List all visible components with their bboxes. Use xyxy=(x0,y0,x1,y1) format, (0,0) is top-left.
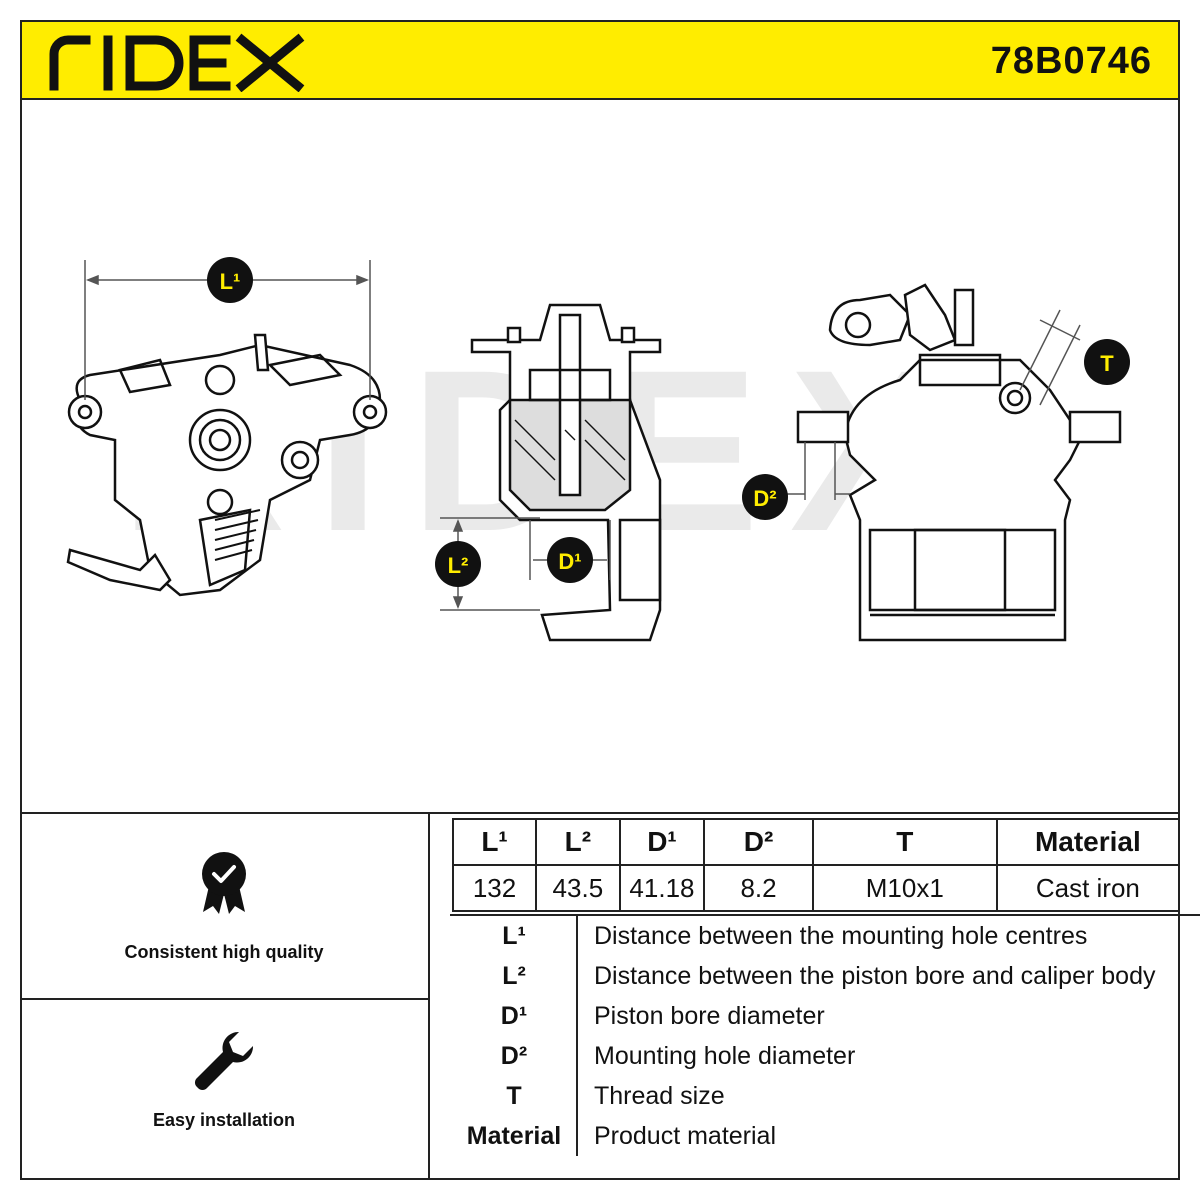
legend-desc: Product material xyxy=(594,1121,777,1150)
spec-header-row: L¹ L² D¹ D² T Material xyxy=(451,818,1181,866)
l2-dimension xyxy=(440,517,540,611)
spec-value-cell: 43.5 xyxy=(535,864,621,912)
spec-header-cell: T xyxy=(811,818,998,866)
legend-key: L² xyxy=(452,956,578,996)
legend-row: Material Product material xyxy=(452,1116,1155,1156)
technical-drawing: RIDEX xyxy=(20,100,1180,812)
spec-header-cell: Material xyxy=(995,818,1181,866)
l2-callout: L² xyxy=(435,541,481,587)
feature-installation: Easy installation xyxy=(20,998,428,1180)
legend-row: L² Distance between the piston bore and c… xyxy=(452,956,1155,996)
t-callout: T xyxy=(1084,339,1130,385)
legend-desc: Distance between the mounting hole centr… xyxy=(594,921,1088,950)
header-bar: 78B0746 xyxy=(20,20,1180,100)
spec-value-cell: 41.18 xyxy=(618,864,706,912)
spec-value-cell: 8.2 xyxy=(703,864,814,912)
wrench-icon xyxy=(191,1028,257,1099)
svg-text:D²: D² xyxy=(753,486,776,511)
quality-badge-icon xyxy=(199,850,249,921)
legend-desc: Thread size xyxy=(594,1081,725,1110)
legend-row: L¹ Distance between the mounting hole cen… xyxy=(452,916,1155,956)
legend-key: T xyxy=(452,1076,578,1116)
legend-desc: Piston bore diameter xyxy=(594,1001,825,1030)
spec-header-cell: L¹ xyxy=(451,818,538,866)
caliper-front-view xyxy=(796,283,1122,642)
legend-key: L¹ xyxy=(452,916,578,956)
features-panel: Consistent high quality Easy installatio… xyxy=(20,814,430,1180)
part-number: 78B0746 xyxy=(990,40,1152,82)
l1-callout: L¹ xyxy=(207,257,253,303)
legend-desc: Mounting hole diameter xyxy=(594,1041,856,1070)
feature-quality: Consistent high quality xyxy=(20,814,428,1000)
d1-callout: D¹ xyxy=(547,537,593,583)
t-dimension xyxy=(1019,309,1081,406)
svg-text:L¹: L¹ xyxy=(220,269,241,294)
feature-label: Consistent high quality xyxy=(124,942,324,962)
legend-desc: Distance between the piston bore and cal… xyxy=(594,961,1156,990)
spec-value-cell: M10x1 xyxy=(811,864,998,912)
legend-key: D² xyxy=(452,1036,578,1076)
spec-header-cell: D¹ xyxy=(618,818,706,866)
svg-text:T: T xyxy=(1100,351,1114,376)
legend-box xyxy=(450,914,1200,1180)
legend-table: L¹ Distance between the mounting hole cen… xyxy=(452,916,1155,1156)
spec-header-cell: L² xyxy=(535,818,621,866)
spec-table: L¹ L² D¹ D² T Material 132 43.5 41.18 8.… xyxy=(451,818,1181,912)
legend-key: Material xyxy=(452,1116,578,1156)
spec-value-cell: Cast iron xyxy=(995,864,1181,912)
feature-label: Easy installation xyxy=(152,1110,296,1130)
caliper-section-view xyxy=(470,303,662,642)
spec-section: Consistent high quality Easy installatio… xyxy=(20,812,1200,1180)
svg-text:D¹: D¹ xyxy=(558,549,581,574)
spec-value-cell: 132 xyxy=(451,864,538,912)
brand-logo xyxy=(46,30,316,97)
legend-row: D² Mounting hole diameter xyxy=(452,1036,1155,1076)
spec-header-cell: D² xyxy=(703,818,814,866)
spec-value-row: 132 43.5 41.18 8.2 M10x1 Cast iron xyxy=(451,864,1181,912)
svg-text:L²: L² xyxy=(448,553,469,578)
d2-callout: D² xyxy=(742,474,788,520)
legend-row: D¹ Piston bore diameter xyxy=(452,996,1155,1036)
legend-key: D¹ xyxy=(452,996,578,1036)
legend-row: T Thread size xyxy=(452,1076,1155,1116)
caliper-side-view xyxy=(66,333,388,597)
